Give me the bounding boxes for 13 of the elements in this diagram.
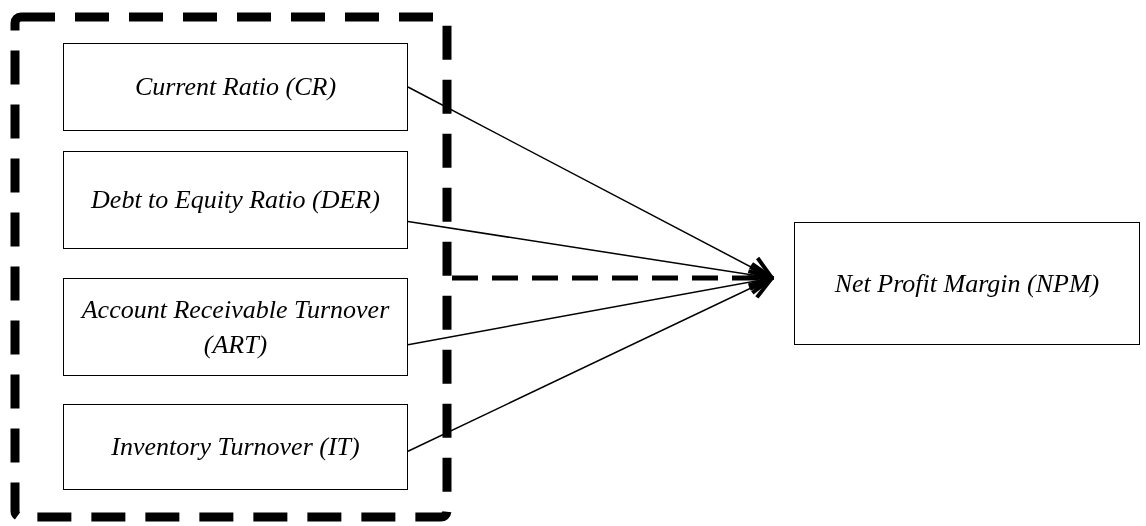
arrow [452, 265, 774, 291]
variable-box [63, 404, 408, 490]
variable-label: Debt to Equity Ratio (DER) [91, 184, 380, 217]
arrow [407, 275, 774, 453]
variable-label: Net Profit Margin (NPM) [834, 267, 1100, 300]
variable-box [63, 43, 408, 131]
variable-box [794, 222, 1140, 345]
arrow [407, 220, 774, 288]
variable-label: Account Receivable Turnover (ART) [79, 293, 391, 361]
variable-label: Current Ratio (CR) [134, 71, 337, 104]
variable-box [63, 278, 408, 376]
variable-label: Inventory Turnover (IT) [111, 431, 360, 464]
variable-box [63, 151, 408, 249]
